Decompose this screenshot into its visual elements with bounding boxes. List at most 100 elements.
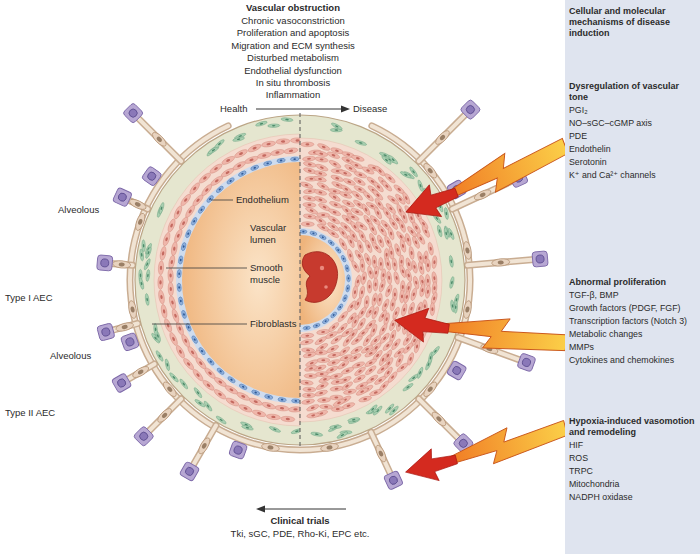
cell-nucleus <box>419 371 422 375</box>
cell-body <box>173 228 184 243</box>
cell-nucleus <box>455 305 457 309</box>
fibroblast-cell <box>215 415 227 425</box>
endothelial-cell <box>292 399 300 403</box>
cell-body <box>401 191 411 205</box>
smooth-muscle-cell <box>425 285 431 299</box>
type-two-cell <box>179 461 199 481</box>
cell-body <box>374 165 386 177</box>
cell-body <box>350 345 364 355</box>
cell-nucleus <box>404 173 408 176</box>
smooth-muscle-cell <box>336 322 348 335</box>
cell-nucleus <box>100 259 109 268</box>
cell-body <box>331 122 343 131</box>
cell-body <box>162 232 171 247</box>
cell-nucleus <box>101 327 111 337</box>
cell-nucleus <box>498 260 504 265</box>
cell-body <box>384 257 392 271</box>
cell-body <box>188 181 201 195</box>
cell-nucleus <box>385 211 389 215</box>
cell-nucleus <box>330 241 333 244</box>
cell-body <box>449 255 454 267</box>
cell-nucleus <box>369 351 373 355</box>
fibroblast-cell <box>142 240 146 252</box>
cell-nucleus <box>346 153 350 156</box>
cell-body <box>367 404 378 415</box>
cell-nucleus <box>239 152 244 156</box>
cell-body <box>383 470 403 490</box>
cell-nucleus <box>358 188 362 192</box>
cell-body <box>344 264 349 272</box>
fibroblast-cell <box>417 179 424 191</box>
cell-body <box>303 326 311 331</box>
smooth-muscle-cell <box>317 212 330 217</box>
smooth-muscle-cell <box>158 275 163 289</box>
cell-nucleus <box>137 218 143 225</box>
smooth-muscle-cell <box>171 241 179 256</box>
cell-nucleus <box>371 227 375 231</box>
panel-item: HIF <box>569 440 696 451</box>
cell-body <box>351 154 365 162</box>
lightning-shape <box>438 308 569 361</box>
fibroblast-cell <box>409 166 419 178</box>
type-two-cell <box>460 99 481 120</box>
smooth-muscle-cell <box>317 142 331 151</box>
type-two-cell <box>97 323 115 341</box>
fibroblast-cell <box>329 425 341 429</box>
cell-nucleus <box>407 286 410 290</box>
type-two-cell <box>383 470 403 490</box>
cell-body <box>266 414 280 421</box>
panel-heading: Cellular and molecular mechanisms of dis… <box>569 6 696 39</box>
cell-nucleus <box>379 298 382 302</box>
endothelial-cell <box>309 231 317 236</box>
cell-nucleus <box>452 304 454 308</box>
cell-nucleus <box>119 262 125 267</box>
cell-nucleus <box>354 348 358 352</box>
cell-nucleus <box>344 187 348 191</box>
list-item: Inflammation <box>266 89 320 101</box>
cell-nucleus <box>391 198 395 202</box>
cell-nucleus <box>178 286 180 289</box>
cell-body <box>391 306 400 320</box>
cell-nucleus <box>345 339 349 343</box>
cell-nucleus <box>380 367 384 371</box>
cell-body <box>302 156 315 162</box>
smooth-muscle-cell <box>358 285 365 299</box>
cell-body <box>192 368 205 382</box>
smooth-muscle-cell <box>288 406 300 412</box>
smooth-muscle-cell <box>168 295 177 310</box>
smooth-muscle-cell <box>302 393 315 398</box>
cell-nucleus <box>344 225 348 229</box>
cell-body <box>263 160 272 166</box>
smooth-muscle-cell <box>315 163 329 172</box>
endothelial-cell <box>216 367 225 376</box>
red-arrow <box>402 444 461 488</box>
cell-nucleus <box>359 142 363 145</box>
cell-nucleus <box>400 365 404 369</box>
cell-body <box>353 297 362 311</box>
cell-body <box>281 416 295 422</box>
cell-body <box>388 405 399 416</box>
smooth-muscle-cell <box>303 202 316 208</box>
cell-nucleus <box>345 208 349 212</box>
alveolar-wall <box>137 117 181 161</box>
cell-nucleus <box>334 203 338 206</box>
cell-nucleus <box>340 326 344 330</box>
cell-nucleus <box>321 184 325 188</box>
cell-body <box>97 323 115 341</box>
smooth-muscle-cell <box>168 255 176 270</box>
cell-body <box>410 287 418 301</box>
cell-body <box>430 345 440 356</box>
cell-nucleus <box>357 202 361 206</box>
cell-body <box>342 334 354 347</box>
cell-nucleus <box>174 313 178 318</box>
panel-item: NO–sGC–cGMP axis <box>569 118 696 129</box>
cell-body <box>355 139 367 146</box>
smooth-muscle-cell <box>213 388 227 401</box>
cell-nucleus <box>229 179 232 182</box>
cell-nucleus <box>266 143 271 146</box>
state-label: Health <box>220 103 247 115</box>
cell-nucleus <box>418 306 421 310</box>
cell-body <box>388 246 394 259</box>
cell-body <box>112 187 132 207</box>
smooth-muscle-cell <box>182 357 195 371</box>
